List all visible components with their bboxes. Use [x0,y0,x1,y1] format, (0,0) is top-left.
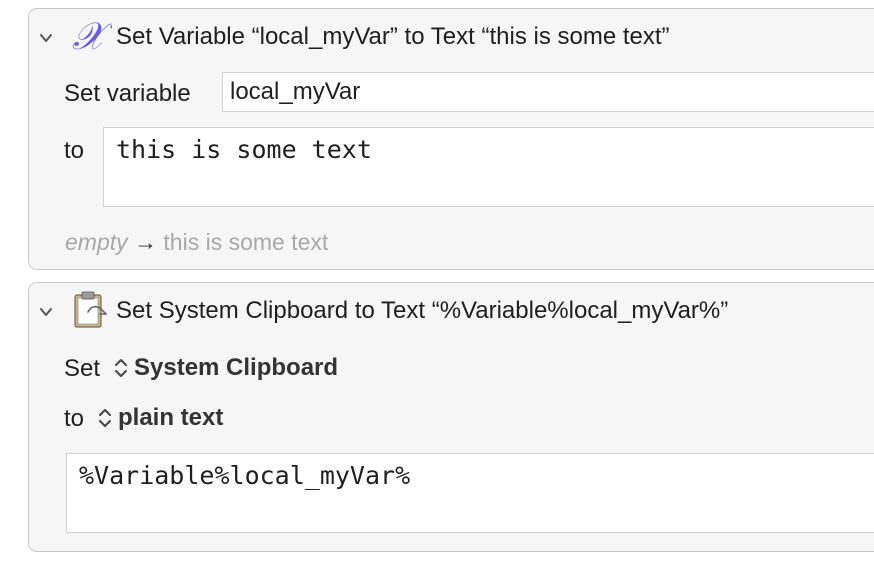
chevron-down-icon[interactable] [39,305,53,319]
to-label: to [64,137,85,164]
clipboard-text-area[interactable]: %Variable%local_myVar% [66,453,874,533]
up-down-chevron-icon [99,409,111,427]
set-variable-action: 𝒳 Set Variable “local_myVar” to Text “th… [28,8,874,270]
action-title: Set System Clipboard to Text “%Variable%… [116,297,729,324]
set-variable-label: Set variable [64,80,191,107]
action-title: Set Variable “local_myVar” to Text “this… [116,23,670,50]
variable-x-icon: 𝒳 [72,19,112,55]
up-down-chevron-icon [115,359,127,377]
svg-text:𝒳: 𝒳 [72,19,112,55]
set-label: Set [64,355,101,382]
chevron-down-icon[interactable] [39,31,53,45]
format-popup-value: plain text [118,404,224,431]
text-value-area[interactable]: this is some text [103,127,874,207]
clipboard-popup[interactable]: System Clipboard [113,354,338,382]
preview-empty: empty [65,229,128,255]
set-clipboard-action: Set System Clipboard to Text “%Variable%… [28,282,874,552]
preview-result: this is some text [163,229,329,255]
arrow-right-icon: → [134,229,158,255]
to-label: to [64,405,85,432]
clipboard-popup-value: System Clipboard [134,354,339,381]
variable-name-field[interactable]: local_myVar [222,72,874,112]
format-popup[interactable]: plain text [97,404,223,432]
result-preview: empty → this is some text [65,229,328,256]
clipboard-icon [74,291,107,328]
